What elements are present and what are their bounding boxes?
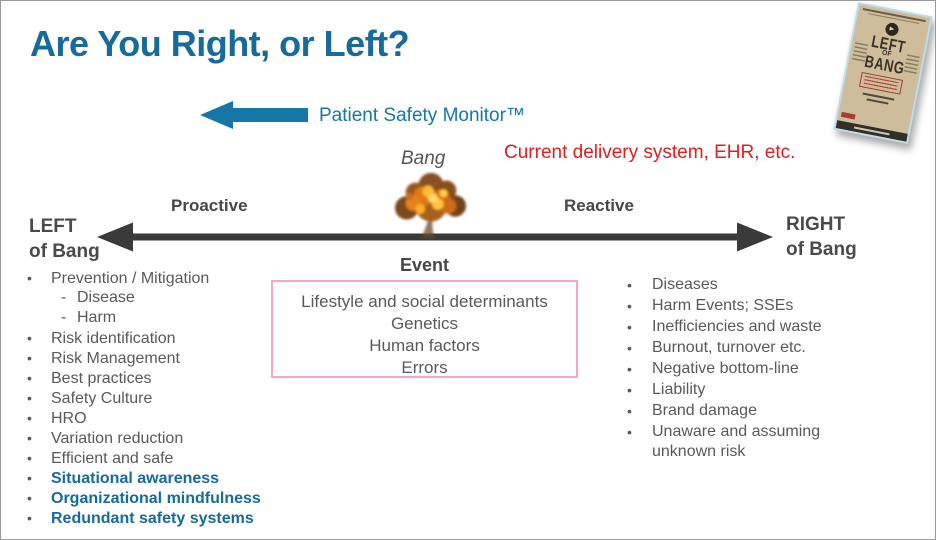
list-item: Liability — [627, 380, 830, 401]
bullet-icon — [27, 468, 51, 489]
dash-icon — [61, 308, 77, 328]
book-cover-face: LEFT OF BANG — [835, 4, 931, 142]
list-item: Diseases — [627, 275, 830, 296]
list-item: Safety Culture — [27, 388, 261, 408]
book-author-line — [866, 98, 889, 105]
list-item-highlighted: Situational awareness — [27, 468, 261, 488]
event-title: Event — [399, 255, 450, 275]
left-of-bang-label: LEFT of Bang — [29, 214, 100, 264]
list-item: Harm Events; SSEs — [627, 296, 830, 317]
right-of-bang-line1: RIGHT — [786, 214, 846, 235]
list-item-highlighted: Organizational mindfulness — [27, 488, 261, 508]
left-bullet-list: Prevention / Mitigation Disease Harm Ris… — [27, 268, 261, 528]
current-system-note: Current delivery system, EHR, etc. — [504, 142, 796, 163]
bullet-icon — [627, 317, 652, 338]
list-item: Prevention / Mitigation — [27, 268, 261, 288]
left-of-bang-line2: of Bang — [29, 241, 100, 262]
bullet-icon — [27, 268, 51, 289]
event-item: Errors — [401, 358, 448, 377]
list-subitem: Disease — [27, 288, 261, 308]
right-bullet-list: Diseases Harm Events; SSEs Inefficiencie… — [627, 275, 830, 462]
bullet-icon — [27, 448, 51, 469]
left-of-bang-line1: LEFT — [29, 216, 77, 237]
bullet-icon — [27, 348, 51, 369]
list-item: Variation reduction — [27, 428, 261, 448]
bang-label: Bang — [401, 148, 446, 169]
list-item: Efficient and safe — [27, 448, 261, 468]
list-item-highlighted: Redundant safety systems — [27, 508, 261, 528]
list-item: Risk Management — [27, 348, 261, 368]
event-item: Genetics — [390, 314, 459, 333]
list-item: Inefficiencies and waste — [627, 317, 830, 338]
event-item: Lifestyle and social determinants — [301, 292, 548, 311]
right-of-bang-line2: of Bang — [786, 239, 857, 260]
arrow-shaft — [232, 108, 308, 122]
right-of-bang-label: RIGHT of Bang — [786, 212, 857, 262]
bullet-icon — [627, 401, 652, 422]
bullet-icon — [27, 388, 51, 409]
list-item: Risk identification — [27, 328, 261, 348]
bullet-icon — [627, 275, 652, 296]
list-item: HRO — [27, 408, 261, 428]
bullet-icon — [27, 408, 51, 429]
list-item: Best practices — [27, 368, 261, 388]
bullet-icon — [627, 296, 652, 317]
book-footer-band — [835, 120, 908, 142]
patient-safety-monitor-label: Patient Safety Monitor™ — [319, 105, 525, 126]
bullet-icon — [627, 380, 652, 401]
bullet-icon — [27, 508, 51, 529]
bullet-icon — [27, 328, 51, 349]
book-red-mark — [840, 111, 856, 120]
left-of-bang-book-cover: LEFT OF BANG — [833, 1, 933, 145]
book-header-text-line — [862, 7, 926, 23]
dash-icon — [61, 288, 77, 308]
bullet-icon — [627, 338, 652, 359]
reactive-label: Reactive — [564, 196, 634, 215]
arrowhead-icon — [200, 101, 233, 129]
bullet-icon — [627, 422, 652, 443]
left-pointing-arrow-icon — [200, 101, 308, 129]
bullet-icon — [27, 368, 51, 389]
list-item: Brand damage — [627, 401, 830, 422]
list-subitem: Harm — [27, 308, 261, 328]
timeline-double-arrow — [97, 222, 773, 252]
proactive-label: Proactive — [171, 196, 248, 215]
list-item: Negative bottom-line — [627, 359, 830, 380]
bullet-icon — [27, 428, 51, 449]
list-item: Burnout, turnover etc. — [627, 338, 830, 359]
bullet-icon — [27, 488, 51, 509]
event-box: Lifestyle and social determinants Geneti… — [271, 280, 578, 378]
bullet-icon — [627, 359, 652, 380]
page-title: Are You Right, or Left? — [30, 23, 410, 64]
explosion-icon — [395, 172, 466, 239]
event-item: Human factors — [369, 336, 480, 355]
list-item: Unaware and assuming unknown risk — [627, 422, 830, 462]
